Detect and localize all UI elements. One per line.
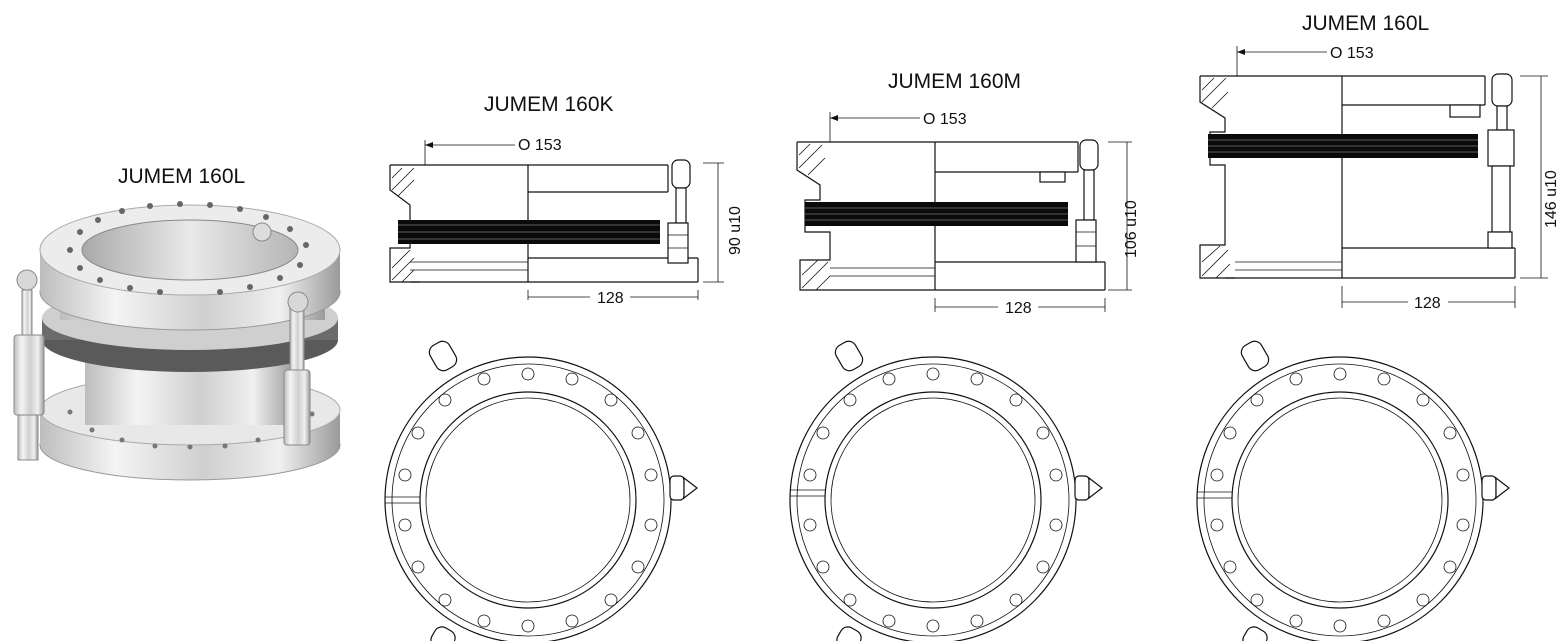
- drawing-l-title: JUMEM 160L: [1302, 12, 1430, 35]
- product-photo-title: JUMEM 160L: [118, 165, 246, 188]
- drawing-m-width-label: 128: [1005, 300, 1032, 317]
- drawing-k-height-label: 90 u10: [727, 206, 744, 255]
- drawing-l-diameter-label: O 153: [1330, 45, 1374, 62]
- drawing-l-width-label: 128: [1414, 295, 1441, 312]
- drawing-m-diameter-label: O 153: [923, 111, 967, 128]
- drawing-k-width-label: 128: [597, 290, 624, 307]
- drawing-k-diameter-label: O 153: [518, 137, 562, 154]
- drawing-m-height-label: 106 u10: [1123, 200, 1140, 258]
- drawing-l-height-label: 146 u10: [1543, 170, 1557, 228]
- drawing-k-title: JUMEM 160K: [484, 93, 614, 116]
- drawing-m-title: JUMEM 160M: [888, 70, 1022, 93]
